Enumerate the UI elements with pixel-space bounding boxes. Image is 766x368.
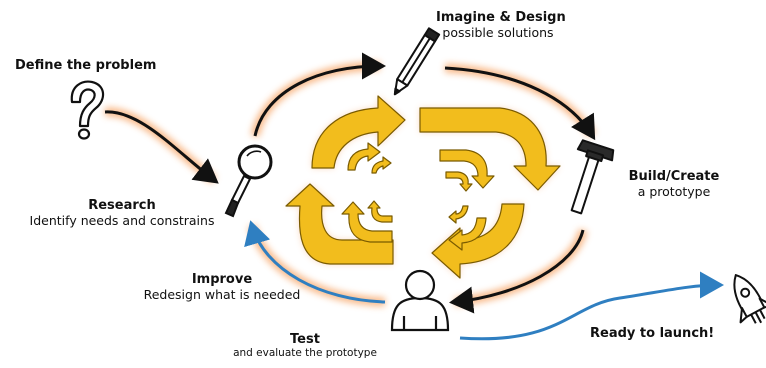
cycle-arrow-small-top-left (371, 156, 392, 174)
imagine-title: Imagine & Design (436, 10, 566, 25)
hammer-icon (570, 139, 615, 215)
build-subtitle: a prototype (637, 184, 711, 199)
research-label: Research Identify needs and constrains (20, 198, 224, 228)
test-label: Test and evaluate the prototype (220, 332, 390, 359)
improve-subtitle: Redesign what is needed (143, 287, 301, 302)
cycle-arrow-small-bottom-left (367, 200, 393, 223)
launch-label: Ready to launch! (590, 326, 714, 341)
cycle-arrow-mid-bottom-left (341, 201, 393, 243)
arrow-build-to-test (449, 229, 585, 314)
build-label: Build/Create a prototype (624, 169, 724, 199)
launch-title: Ready to launch! (590, 326, 715, 341)
cycle-arrow-bottom-right (431, 203, 525, 279)
cycle-arrow-mid-top-left (347, 142, 381, 171)
define-label: Define the problem (15, 58, 156, 73)
rocket-icon (733, 274, 766, 324)
research-subtitle: Identify needs and constrains (29, 213, 215, 228)
cycle-arrow-small-top-right (445, 171, 473, 192)
cycle-arrow-bottom-left (285, 183, 394, 265)
improve-label: Improve Redesign what is needed (136, 272, 308, 302)
cycle-arrow-top-left (311, 95, 406, 169)
pencil-icon (393, 27, 441, 96)
cycle-arrow-top-right (419, 107, 561, 191)
person-icon (390, 269, 450, 332)
imagine-subtitle: possible solutions (442, 25, 554, 40)
build-title: Build/Create (628, 169, 720, 184)
imagine-label: Imagine & Design possible solutions (436, 10, 566, 40)
cycle-arrow-mid-bottom-right (448, 217, 487, 251)
cycle-arrow-small-bottom-right (448, 205, 469, 224)
arrow-define-to-research (104, 110, 219, 184)
cycle-arrows (285, 95, 561, 279)
question-mark-icon (70, 80, 105, 140)
improve-title: Improve (191, 272, 253, 287)
arrow-improve (244, 220, 386, 304)
define-title: Define the problem (15, 58, 157, 73)
arrow-research-to-imagine (253, 52, 386, 137)
test-title: Test (290, 332, 320, 347)
cycle-arrow-mid-top-right (439, 149, 495, 189)
test-subtitle: and evaluate the prototype (233, 347, 377, 359)
magnifier-icon (224, 144, 273, 218)
arrow-to-launch (459, 271, 724, 341)
arrow-imagine-to-build (444, 66, 596, 141)
research-title: Research (88, 198, 156, 213)
flow-arrows (104, 52, 724, 341)
